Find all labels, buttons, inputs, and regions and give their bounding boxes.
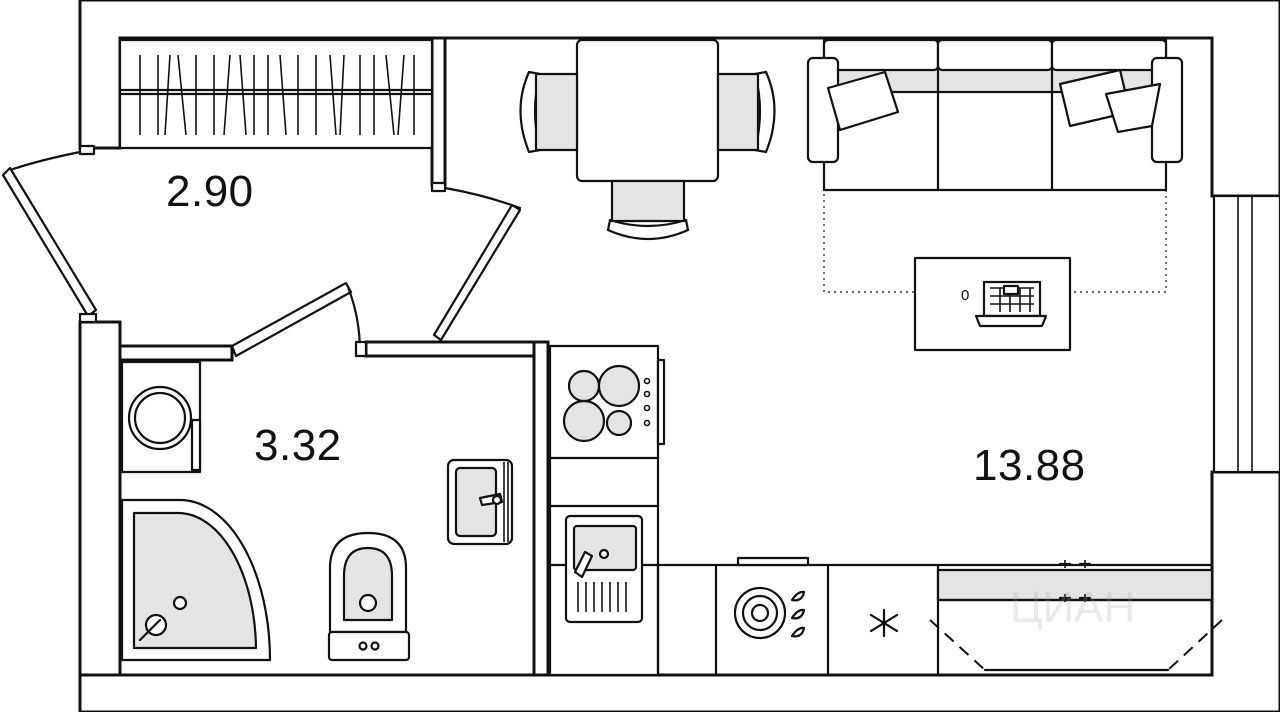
entrance-door bbox=[1, 144, 98, 324]
bathroom-area-label: 3.32 bbox=[254, 421, 342, 470]
balcony-icon bbox=[929, 560, 1223, 672]
stove-icon bbox=[562, 358, 666, 446]
wardrobe-icon bbox=[118, 38, 434, 150]
dishwasher-icon bbox=[733, 556, 810, 640]
kitchen-sink-icon bbox=[564, 514, 644, 624]
fridge-icon bbox=[869, 608, 899, 638]
washbasin-icon bbox=[446, 458, 514, 546]
washing-machine-icon bbox=[120, 360, 202, 474]
walls bbox=[78, 0, 1280, 712]
toilet-icon bbox=[327, 531, 411, 662]
window bbox=[1212, 194, 1280, 474]
bathroom-door bbox=[230, 281, 368, 358]
dining-table-icon bbox=[519, 38, 776, 241]
hall-area-label: 2.90 bbox=[166, 167, 254, 216]
living-area-label: 13.88 bbox=[973, 441, 1086, 490]
shower-icon bbox=[120, 498, 272, 662]
socket-label: 0 bbox=[961, 287, 970, 304]
hall-door bbox=[430, 181, 522, 342]
tv-stand-icon bbox=[913, 256, 1072, 352]
sofa-icon bbox=[806, 38, 1184, 192]
